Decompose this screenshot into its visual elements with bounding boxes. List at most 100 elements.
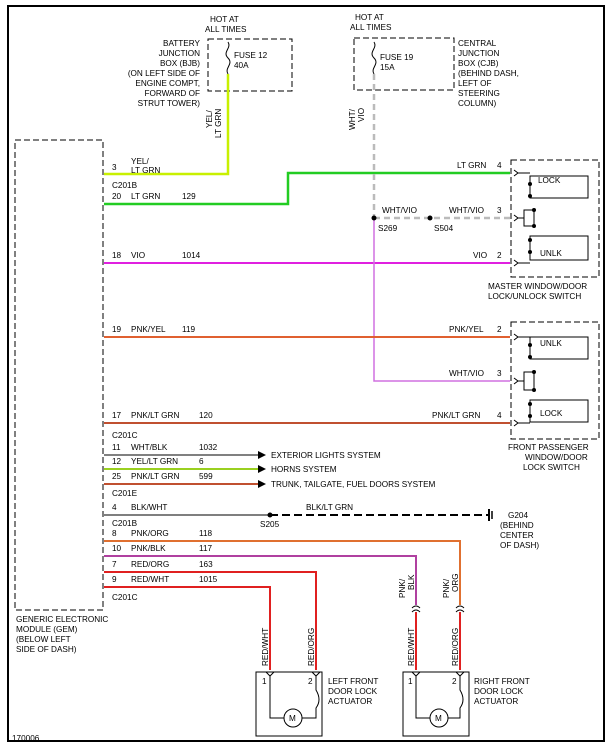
svg-text:10: 10 xyxy=(112,544,122,553)
master-switch-box xyxy=(510,159,600,278)
splice-s205-dot xyxy=(267,512,273,518)
connector-c201c-mid: C201C xyxy=(112,431,138,440)
right-actuator-pin2: 2 xyxy=(452,677,457,686)
gem-pin-25: 25 PNK/LT GRN 599 xyxy=(112,472,213,481)
connector-c201b-bot: C201B xyxy=(112,519,138,528)
connector-c201c-bot: C201C xyxy=(112,593,138,602)
wire-pnk-blk-117 xyxy=(104,555,417,605)
svg-text:STRUT TOWER): STRUT TOWER) xyxy=(138,99,201,108)
splice-s504-dot xyxy=(427,215,433,221)
wire-wht-vio-passenger xyxy=(373,218,510,382)
right-motor-icon xyxy=(429,708,449,728)
left-actuator-internals xyxy=(265,671,321,728)
right-actuator-wire-labels: RED/WHT RED/ORG xyxy=(407,628,460,666)
svg-text:(BEHIND DASH,: (BEHIND DASH, xyxy=(458,69,519,78)
left-actuator-pin1: 1 xyxy=(262,677,267,686)
svg-text:7: 7 xyxy=(112,560,117,569)
gem-pin-8: 8 PNK/ORG 118 xyxy=(112,529,212,538)
svg-text:LT GRN: LT GRN xyxy=(131,192,160,201)
svg-text:RED/ORG: RED/ORG xyxy=(307,628,316,666)
output-horns: HORNS SYSTEM xyxy=(258,465,337,474)
svg-text:25: 25 xyxy=(112,472,122,481)
splice-s205: S205 xyxy=(260,520,280,529)
svg-text:12: 12 xyxy=(112,457,122,466)
fuse-right-symbol xyxy=(371,41,377,75)
svg-text:117: 117 xyxy=(199,544,212,553)
svg-text:RED/WHT: RED/WHT xyxy=(131,575,169,584)
passenger-switch-box xyxy=(510,321,600,440)
svg-text:WHT/VIO: WHT/VIO xyxy=(449,206,484,215)
ground-g204: G204 (BEHIND CENTER OF DASH) xyxy=(488,509,539,550)
svg-text:1015: 1015 xyxy=(199,575,218,584)
feed-left-label-1: YEL/ xyxy=(205,110,214,128)
fuse-box-left xyxy=(207,38,293,92)
svg-text:599: 599 xyxy=(199,472,213,481)
fuse-left-amp: 40A xyxy=(234,61,249,70)
svg-text:GENERIC ELECTRONIC: GENERIC ELECTRONIC xyxy=(16,615,108,624)
svg-text:17: 17 xyxy=(112,411,122,420)
svg-text:FRONT PASSENGER: FRONT PASSENGER xyxy=(508,443,589,452)
output-trunk: TRUNK, TAILGATE, FUEL DOORS SYSTEM xyxy=(258,480,436,489)
left-actuator-pin2: 2 xyxy=(308,677,313,686)
hot-label-right-1: HOT AT xyxy=(355,13,384,22)
left-actuator-box xyxy=(255,671,323,737)
svg-text:PNK/ORG: PNK/ORG xyxy=(131,529,169,538)
left-actuator-label: LEFT FRONT DOOR LOCK ACTUATOR xyxy=(328,677,378,706)
svg-text:RED/ORG: RED/ORG xyxy=(451,628,460,666)
svg-text:BOX (BJB): BOX (BJB) xyxy=(160,59,200,68)
svg-text:3: 3 xyxy=(497,206,502,215)
passenger-switch-contacts xyxy=(528,343,536,418)
cjb-label: CENTRAL JUNCTION BOX (CJB) (BEHIND DASH,… xyxy=(458,39,519,108)
gem-pin-18: 18 VIO 1014 xyxy=(112,251,201,260)
svg-text:FORWARD OF: FORWARD OF xyxy=(145,89,201,98)
output-exterior-lights: EXTERIOR LIGHTS SYSTEM xyxy=(258,451,381,460)
svg-text:9: 9 xyxy=(112,575,117,584)
svg-text:CENTER: CENTER xyxy=(500,531,534,540)
wire-lt-grn-129 xyxy=(104,171,510,206)
svg-text:1014: 1014 xyxy=(182,251,201,260)
svg-text:EXTERIOR LIGHTS SYSTEM: EXTERIOR LIGHTS SYSTEM xyxy=(271,451,381,460)
gem-pin-10: 10 PNK/BLK 117 xyxy=(112,544,212,553)
svg-text:LT GRN: LT GRN xyxy=(131,166,160,175)
gem-pin-19: 19 PNK/YEL 119 xyxy=(112,325,195,334)
svg-text:BATTERY: BATTERY xyxy=(163,39,201,48)
passenger-switch-label: FRONT PASSENGER WINDOW/DOOR LOCK SWITCH xyxy=(508,443,589,472)
hot-label-left-2: ALL TIMES xyxy=(205,25,247,34)
svg-text:163: 163 xyxy=(199,560,213,569)
svg-text:PNK/LT GRN: PNK/LT GRN xyxy=(432,411,480,420)
fuse-left-symbol xyxy=(225,41,231,75)
gem-pin-3: YEL/ LT GRN 3 3 xyxy=(112,157,160,175)
gem-pin-20: 20 LT GRN 129 xyxy=(112,192,196,201)
svg-text:ACTUATOR: ACTUATOR xyxy=(328,697,372,706)
svg-text:BOX (CJB): BOX (CJB) xyxy=(458,59,499,68)
right-inline-connector xyxy=(411,605,465,613)
svg-text:3: 3 xyxy=(497,369,502,378)
right-actuator-label: RIGHT FRONT DOOR LOCK ACTUATOR xyxy=(474,677,530,706)
svg-text:CENTRAL: CENTRAL xyxy=(458,39,497,48)
master-switch-contacts xyxy=(528,182,536,254)
connector-c201b-top: C201B xyxy=(112,181,138,190)
feed-right-label-2: VIO xyxy=(357,108,366,122)
master-wire-vio: VIO 2 xyxy=(473,251,502,260)
svg-text:11: 11 xyxy=(112,443,121,452)
footer-id: 170006 xyxy=(12,734,40,743)
svg-text:RED/ORG: RED/ORG xyxy=(131,560,169,569)
right-motor-label: M xyxy=(435,714,442,723)
feed-left-label-2: LT GRN xyxy=(214,109,223,138)
svg-text:VIO: VIO xyxy=(131,251,145,260)
master-wire-ltgrn: LT GRN 4 xyxy=(457,161,502,170)
svg-text:G204: G204 xyxy=(508,511,528,520)
master-unlk: UNLK xyxy=(540,249,562,258)
fuse-right-amp: 15A xyxy=(380,63,395,72)
svg-text:WINDOW/DOOR: WINDOW/DOOR xyxy=(525,453,588,462)
right-actuator-pin1: 1 xyxy=(408,677,413,686)
svg-text:LOCK/UNLOCK SWITCH: LOCK/UNLOCK SWITCH xyxy=(488,292,581,301)
svg-text:120: 120 xyxy=(199,411,213,420)
svg-text:STEERING: STEERING xyxy=(458,89,500,98)
ground-wire-label: BLK/LT GRN xyxy=(306,503,353,512)
svg-text:ORG: ORG xyxy=(451,573,460,592)
gem-pin-12: 12 YEL/LT GRN 6 xyxy=(112,457,204,466)
splice-s504: S504 xyxy=(434,224,454,233)
wire-pnk-org-118 xyxy=(104,540,461,605)
diagram-frame xyxy=(7,5,605,742)
